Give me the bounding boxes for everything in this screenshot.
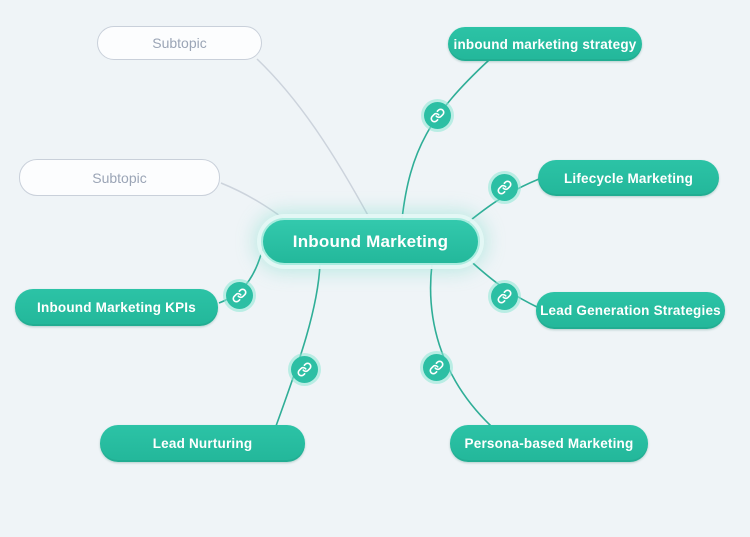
link-badge-lifecycle[interactable] bbox=[491, 174, 518, 201]
link-badge-lead-generation[interactable] bbox=[491, 283, 518, 310]
connector-subtopic-1 bbox=[256, 58, 371, 220]
connector-subtopic-2 bbox=[220, 182, 288, 222]
link-badge-strategy[interactable] bbox=[424, 102, 451, 129]
central-topic-label: Inbound Marketing bbox=[292, 231, 449, 251]
subtopic-node-1[interactable]: Subtopic bbox=[97, 26, 262, 60]
link-badge-kpis[interactable] bbox=[226, 282, 253, 309]
topic-node-lifecycle-marketing[interactable]: Lifecycle Marketing bbox=[538, 160, 719, 196]
topic-label: Lead Nurturing bbox=[152, 436, 253, 451]
link-icon bbox=[497, 289, 512, 304]
link-icon bbox=[232, 288, 247, 303]
link-icon bbox=[430, 108, 445, 123]
topic-label: Persona-based Marketing bbox=[464, 436, 634, 451]
subtopic-node-2[interactable]: Subtopic bbox=[19, 159, 220, 196]
connector-persona bbox=[429, 263, 492, 427]
topic-label: inbound marketing strategy bbox=[453, 36, 637, 52]
topic-label: Lifecycle Marketing bbox=[563, 170, 694, 186]
subtopic-label: Subtopic bbox=[92, 169, 147, 186]
topic-node-persona-based-marketing[interactable]: Persona-based Marketing bbox=[450, 425, 648, 462]
topic-label: Lead Generation Strategies bbox=[540, 303, 721, 318]
topic-label: Inbound Marketing KPIs bbox=[37, 300, 196, 315]
link-icon bbox=[497, 180, 512, 195]
topic-node-inbound-marketing-kpis[interactable]: Inbound Marketing KPIs bbox=[15, 289, 218, 326]
connector-nurturing bbox=[275, 263, 321, 427]
topic-node-lead-generation-strategies[interactable]: Lead Generation Strategies bbox=[536, 292, 725, 329]
link-icon bbox=[297, 362, 312, 377]
link-badge-persona[interactable] bbox=[423, 354, 450, 381]
connector-lead-generation bbox=[465, 256, 538, 308]
subtopic-label: Subtopic bbox=[152, 35, 207, 51]
link-badge-nurturing[interactable] bbox=[291, 356, 318, 383]
topic-node-lead-nurturing[interactable]: Lead Nurturing bbox=[100, 425, 305, 462]
topic-node-inbound-marketing-strategy[interactable]: inbound marketing strategy bbox=[448, 27, 642, 61]
connector-strategy bbox=[401, 59, 490, 220]
central-topic-node[interactable]: Inbound Marketing bbox=[261, 218, 480, 265]
link-icon bbox=[429, 360, 444, 375]
